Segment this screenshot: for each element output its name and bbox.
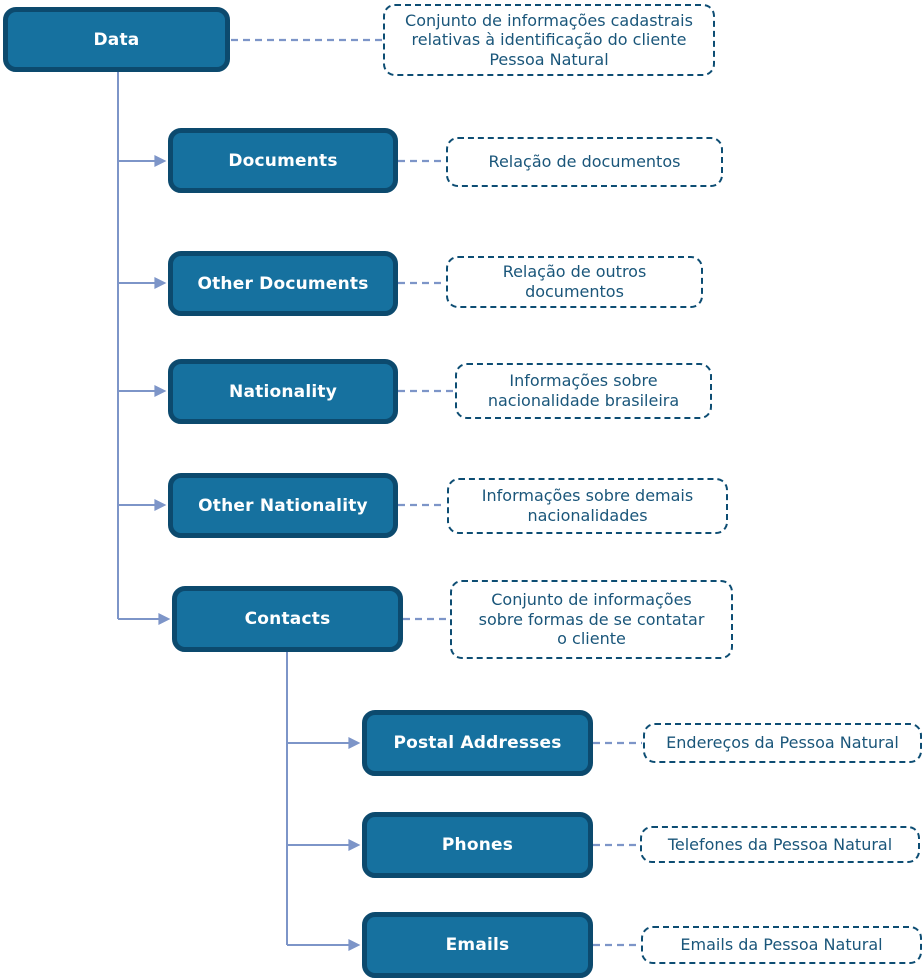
node-documents-label: Documents: [228, 150, 338, 171]
node-phones: Phones: [362, 812, 593, 878]
callout-data-text: Conjunto de informações cadastrais relat…: [405, 10, 693, 69]
callout-other-nationality: Informações sobre demais nacionalidades: [447, 478, 728, 534]
annotation-links: [231, 38, 642, 947]
callout-other-documents-text: Relação de outros documentos: [502, 262, 647, 301]
callout-emails-text: Emails da Pessoa Natural: [680, 935, 883, 955]
node-data-label: Data: [93, 29, 140, 50]
node-postal-addresses: Postal Addresses: [362, 710, 593, 776]
node-nationality: Nationality: [168, 359, 398, 424]
node-documents: Documents: [168, 128, 398, 193]
node-postal-addresses-label: Postal Addresses: [393, 733, 562, 753]
node-other-documents-label: Other Documents: [197, 273, 369, 294]
callout-postal-addresses: Endereços da Pessoa Natural: [643, 723, 922, 763]
tree-connectors: [117, 72, 361, 951]
node-nationality-label: Nationality: [229, 381, 337, 402]
node-emails-label: Emails: [445, 935, 510, 955]
node-data: Data: [3, 7, 230, 72]
callout-contacts: Conjunto de informações sobre formas de …: [450, 580, 733, 659]
callout-postal-addresses-text: Endereços da Pessoa Natural: [666, 733, 899, 753]
node-other-nationality-label: Other Nationality: [198, 495, 368, 516]
callout-other-documents: Relação de outros documentos: [446, 256, 703, 308]
node-phones-label: Phones: [441, 835, 514, 855]
node-emails: Emails: [362, 912, 593, 978]
callout-documents: Relação de documentos: [446, 137, 723, 187]
node-other-nationality: Other Nationality: [168, 473, 398, 538]
callout-data: Conjunto de informações cadastrais relat…: [383, 4, 715, 76]
callout-contacts-text: Conjunto de informações sobre formas de …: [478, 590, 705, 649]
node-contacts-label: Contacts: [244, 609, 331, 629]
callout-emails: Emails da Pessoa Natural: [641, 926, 922, 964]
callout-documents-text: Relação de documentos: [488, 152, 681, 172]
callout-nationality-text: Informações sobre nacionalidade brasilei…: [487, 371, 680, 410]
callout-phones: Telefones da Pessoa Natural: [640, 826, 920, 863]
callout-nationality: Informações sobre nacionalidade brasilei…: [455, 363, 712, 419]
node-contacts: Contacts: [172, 586, 403, 652]
callout-other-nationality-text: Informações sobre demais nacionalidades: [481, 486, 694, 525]
node-other-documents: Other Documents: [168, 251, 398, 316]
callout-phones-text: Telefones da Pessoa Natural: [667, 834, 893, 854]
